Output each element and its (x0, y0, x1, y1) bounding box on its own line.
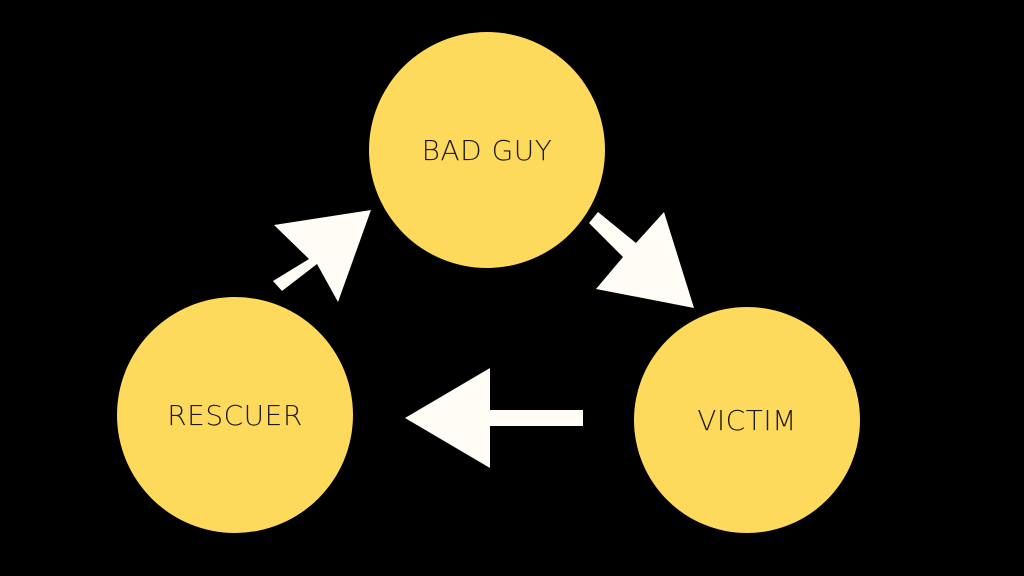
arrow-badguy-to-victim (589, 212, 694, 308)
arrow-victim-to-rescuer (405, 368, 583, 468)
node-label: VICTIM (697, 403, 797, 437)
node-label: BAD GUY (421, 133, 553, 167)
node-bad-guy: BAD GUY (369, 32, 605, 268)
node-victim: VICTIM (634, 307, 860, 533)
arrow-rescuer-to-badguy (273, 210, 371, 302)
node-label: RESCUER (167, 398, 303, 432)
node-rescuer: RESCUER (117, 297, 353, 533)
